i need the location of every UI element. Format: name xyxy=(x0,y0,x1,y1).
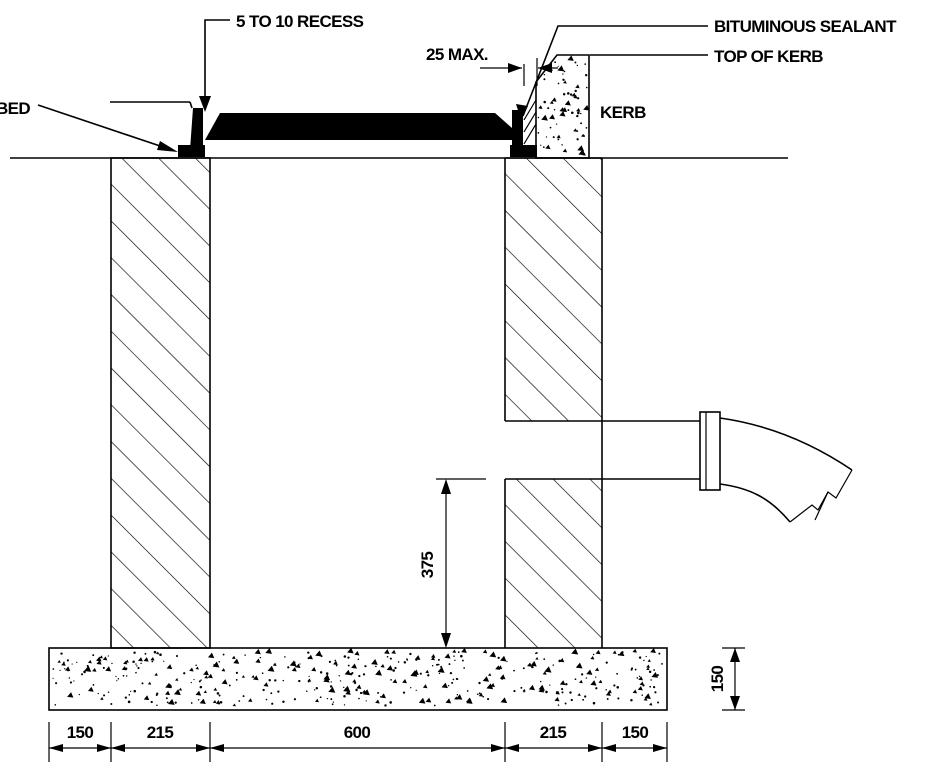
bituminous-sealant-fill xyxy=(523,99,537,145)
top-of-kerb-label: TOP OF KERB xyxy=(714,47,823,66)
kerb-label: KERB xyxy=(600,103,646,122)
dim-wall-left-label: 215 xyxy=(147,723,174,742)
dim-internal-width-label: 600 xyxy=(344,723,371,742)
left-wall xyxy=(110,157,211,649)
recess-label: 5 TO 10 RECESS xyxy=(236,12,364,31)
dimension-lines xyxy=(48,478,745,762)
bituminous-sealant-label: BITUMINOUS SEALANT xyxy=(714,17,897,36)
right-wall xyxy=(504,157,603,648)
gully-frame-and-cover xyxy=(178,108,537,157)
dim-internal-height-label: 375 xyxy=(418,552,437,579)
kerb xyxy=(535,54,590,159)
dim-base-left-label: 150 xyxy=(67,723,94,742)
outlet-pipe xyxy=(505,411,853,523)
dim-base-thickness-label: 150 xyxy=(708,666,727,693)
concrete-base xyxy=(48,647,668,711)
leader-lines xyxy=(37,19,708,152)
dim-wall-right-label: 215 xyxy=(540,723,567,742)
bed-label: BED xyxy=(0,99,30,118)
dim-base-right-label: 150 xyxy=(622,723,649,742)
max-gap-label: 25 MAX. xyxy=(426,45,488,64)
